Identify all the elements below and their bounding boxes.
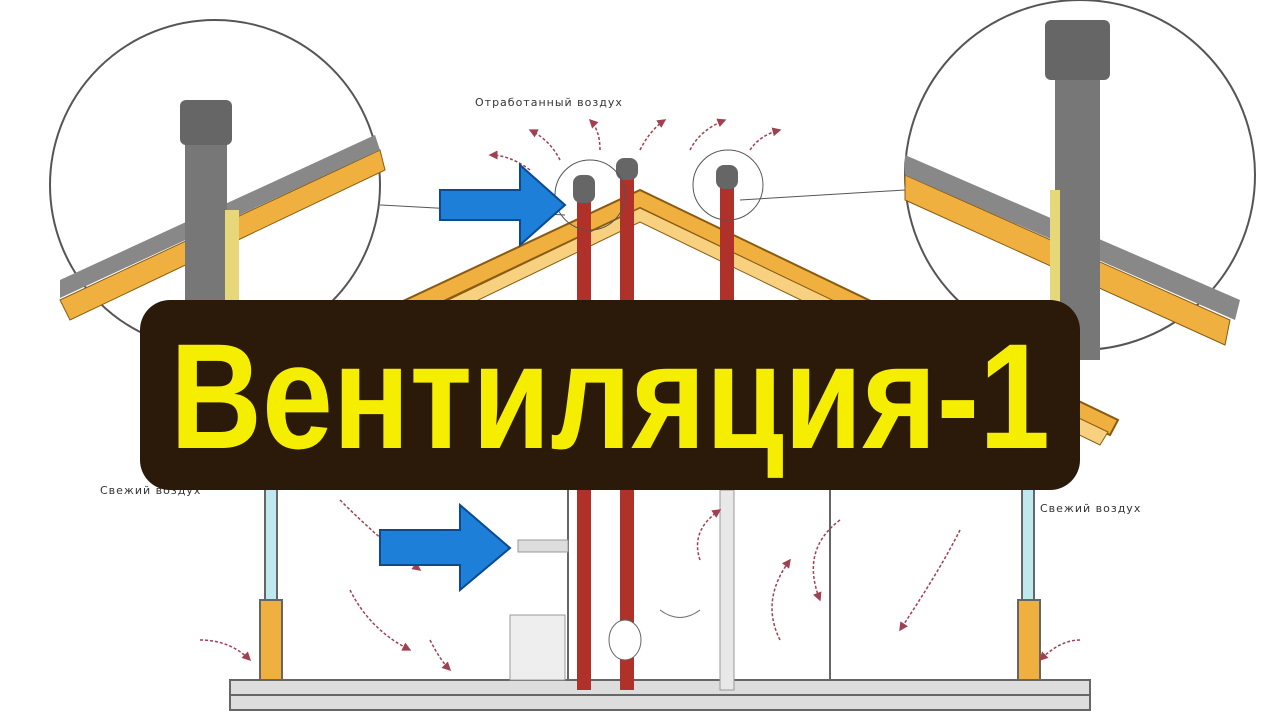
blue-arrow-bottom: [379, 502, 512, 593]
detail-circle-right: [739, 0, 1256, 360]
exhaust-air-label: Отработанный воздух: [475, 96, 623, 109]
air-flow-arrows: [199, 118, 1081, 672]
title: Вентиляция-1: [170, 312, 1050, 480]
title-banner: [140, 300, 1080, 490]
blue-arrow-top: [439, 162, 567, 248]
walls: [229, 479, 1091, 711]
fresh-air-label-right: Свежий воздух: [1040, 502, 1141, 515]
